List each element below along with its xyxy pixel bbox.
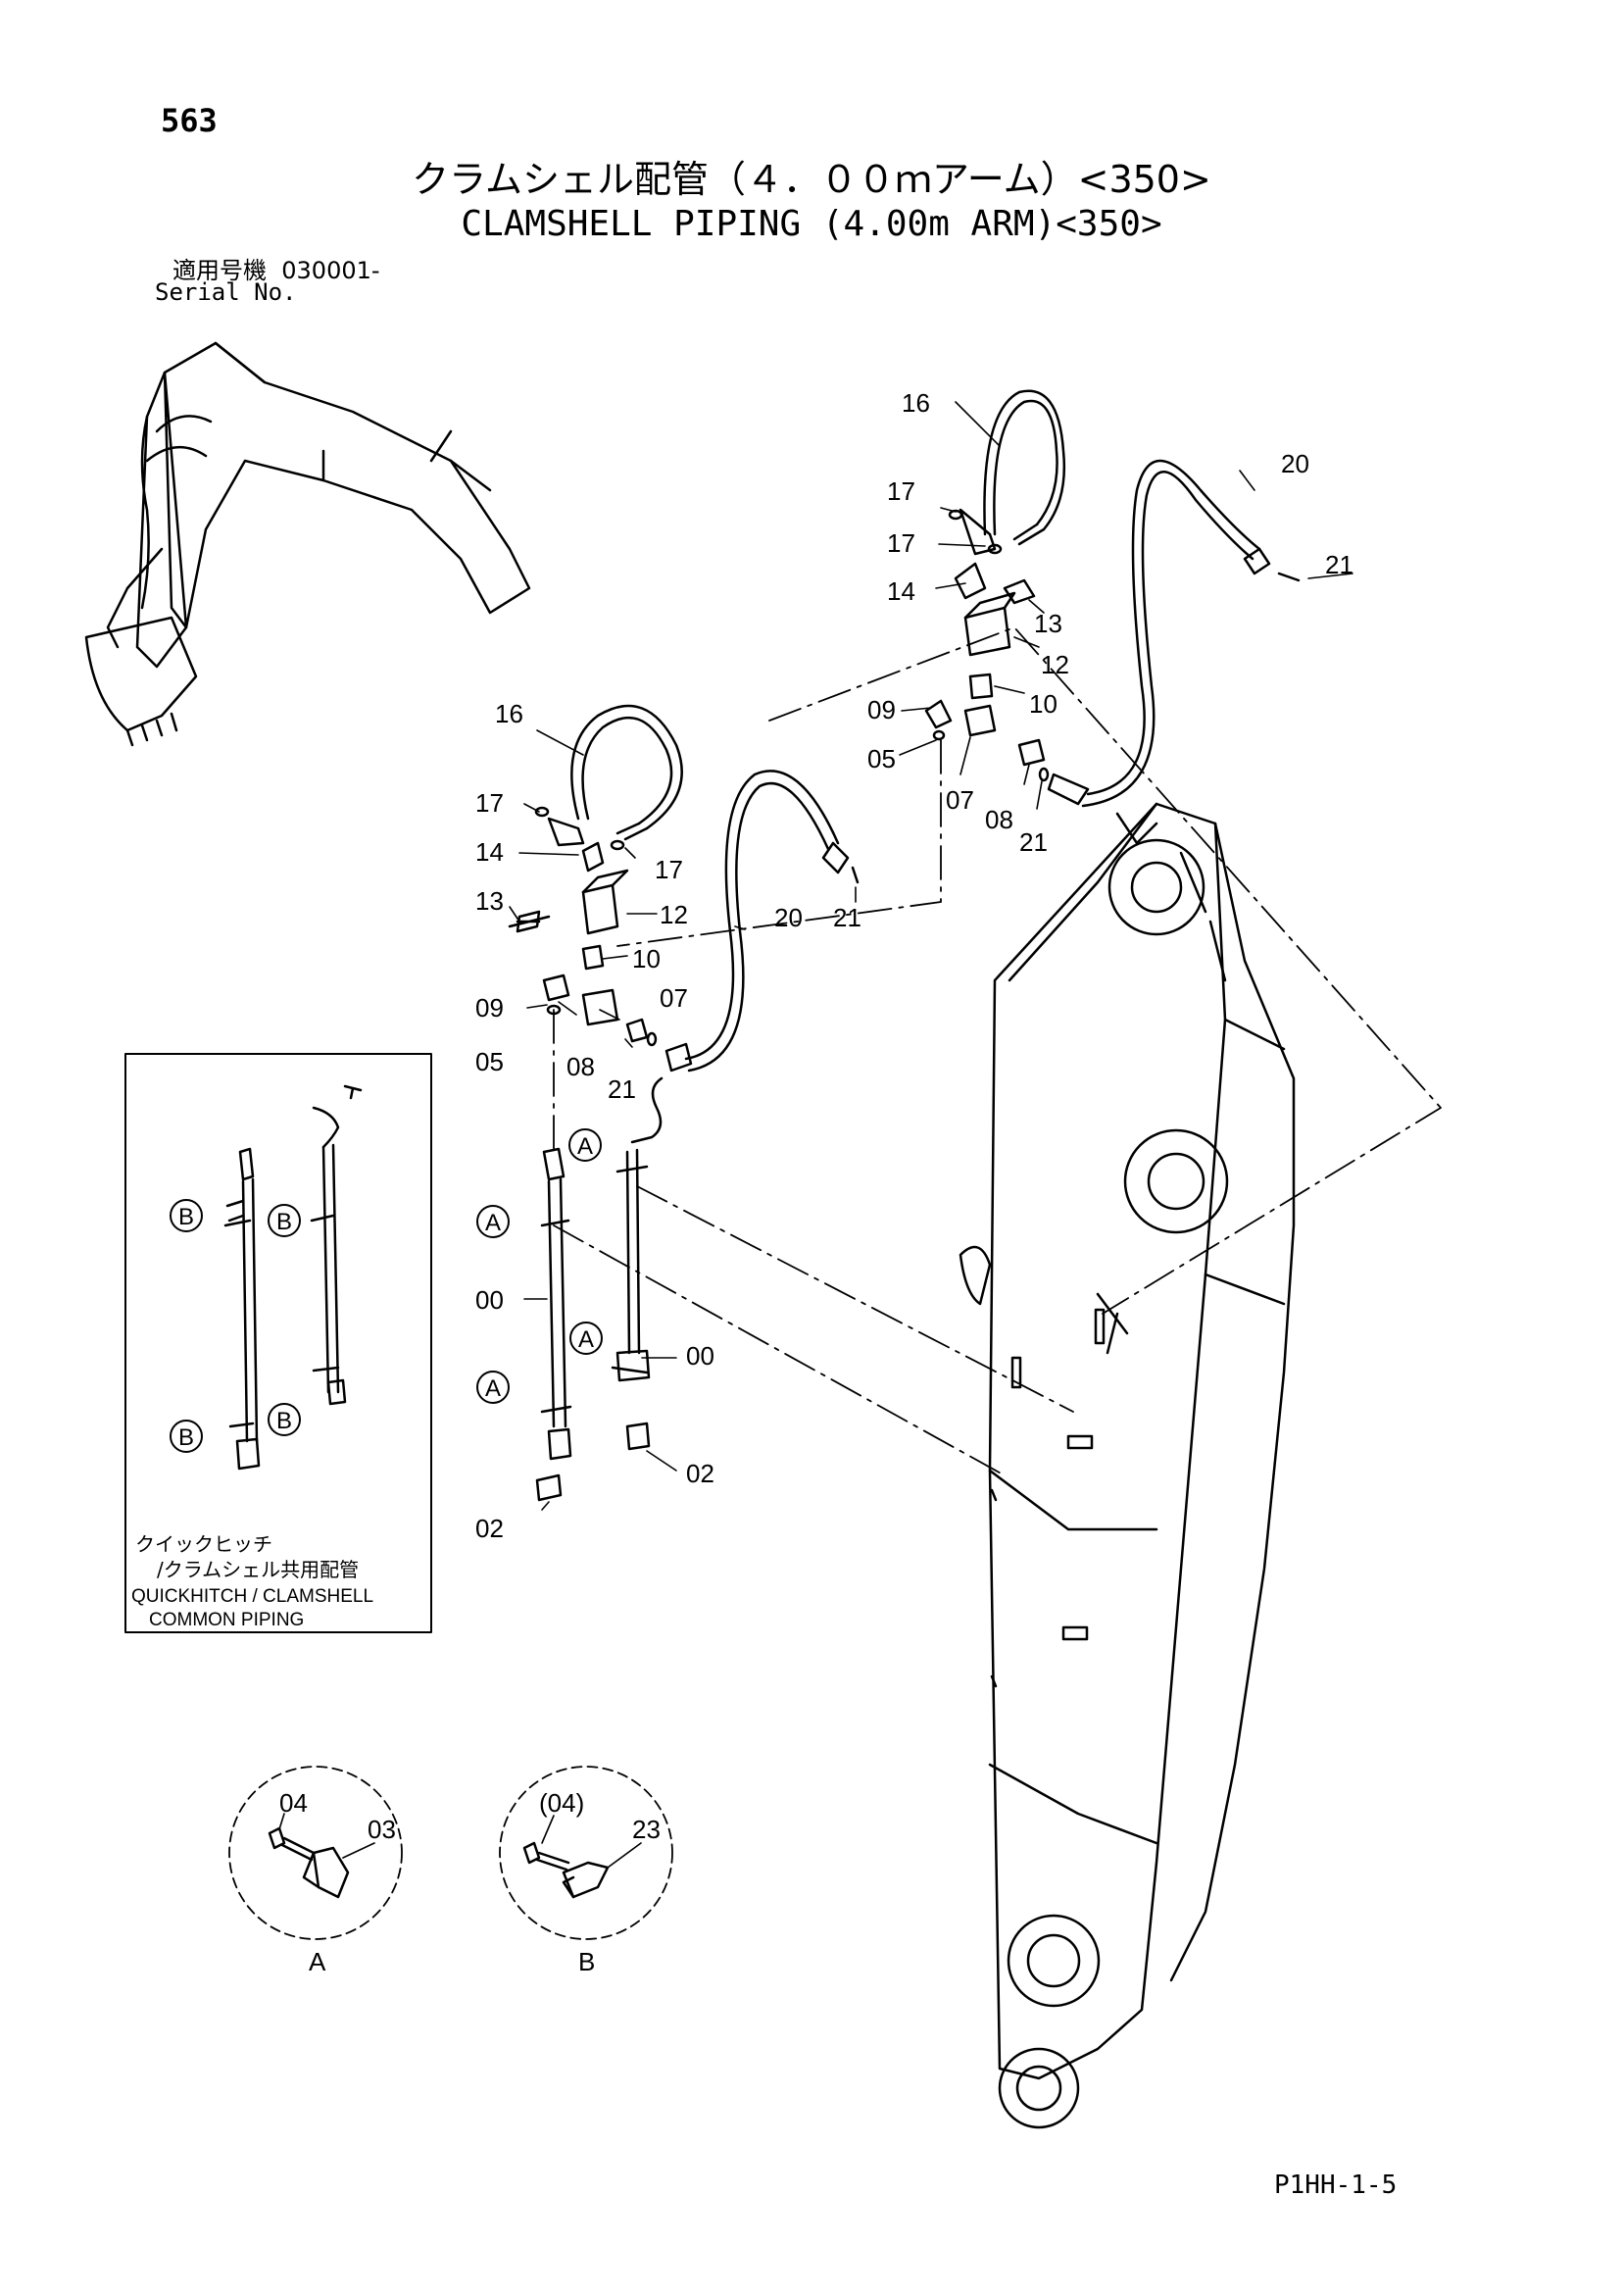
inset-label-en-2: COMMON PIPING	[149, 1610, 304, 1630]
detail-a-label-04: 04	[279, 1788, 308, 1818]
inset-labels: クイックヒッチ /クラムシェル共用配管 QUICKHITCH / CLAMSHE…	[131, 1532, 373, 1630]
label-08-lower: 08	[566, 1052, 595, 1081]
label-17-lower-a: 17	[475, 788, 504, 818]
lower-hose-assembly	[508, 704, 860, 1502]
title-japanese: クラムシェル配管（４．００ｍアーム）<350>	[412, 158, 1211, 201]
label-leaders	[278, 401, 1353, 1869]
callout-a-4-text: A	[485, 1375, 501, 1402]
detail-a	[228, 1766, 403, 1940]
label-07-lower: 07	[660, 983, 688, 1013]
label-21-upper: 21	[1019, 827, 1048, 857]
label-21-upper-right: 21	[1325, 550, 1353, 579]
callouts: A A A A B B B B	[170, 1128, 603, 1453]
label-10-upper: 10	[1029, 689, 1057, 719]
label-00-left: 00	[475, 1285, 504, 1315]
detail-b-label-04: (04)	[539, 1788, 584, 1818]
label-16-upper: 16	[902, 388, 930, 418]
callout-a-4: A	[476, 1371, 510, 1404]
label-14-lower: 14	[475, 837, 504, 867]
serial-label-english: Serial No.	[155, 278, 297, 306]
label-16-lower: 16	[495, 699, 523, 728]
detail-a-label-03: 03	[368, 1815, 396, 1844]
callout-b-1: B	[170, 1199, 203, 1232]
detail-b	[499, 1766, 673, 1940]
page-number: 563	[161, 102, 218, 139]
upper-hose-assembly	[924, 389, 1301, 808]
callout-b-2-text: B	[276, 1209, 292, 1235]
callout-b-1-text: B	[178, 1204, 194, 1230]
excavator-overview-thumbnail	[84, 341, 531, 747]
serial-number-line: 適用号機 030001-	[172, 251, 380, 285]
inset-label-en-1: QUICKHITCH / CLAMSHELL	[131, 1586, 373, 1607]
label-02-left: 02	[475, 1514, 504, 1543]
callout-a-2: A	[476, 1205, 510, 1238]
label-08-upper: 08	[985, 805, 1013, 834]
label-05-upper: 05	[867, 744, 896, 774]
label-17-lower-b: 17	[655, 855, 683, 884]
detail-b-label-23: 23	[632, 1815, 661, 1844]
inset-quickhitch-common-piping	[124, 1053, 432, 1633]
callout-a-3-text: A	[578, 1326, 594, 1353]
callout-b-3: B	[170, 1420, 203, 1453]
label-13-upper: 13	[1034, 609, 1062, 638]
serial-value: 030001-	[281, 257, 380, 284]
detail-b-caption: B	[578, 1947, 595, 1976]
title-english: CLAMSHELL PIPING (4.00m ARM)<350>	[461, 204, 1162, 244]
serial-label-japanese: 適用号機	[172, 257, 267, 284]
part-labels: 16 17 17 14 13 12 10 09 05 07 08 21 20 2…	[279, 388, 1353, 1976]
footer-code: P1HH-1-5	[1274, 2171, 1398, 2200]
callout-a-1-text: A	[577, 1133, 593, 1160]
callout-a-3: A	[569, 1322, 603, 1355]
label-10-lower: 10	[632, 944, 661, 973]
inset-label-jp-2: /クラムシェル共用配管	[157, 1558, 359, 1581]
callout-b-2: B	[268, 1204, 301, 1237]
inset-label-jp-1: クイックヒッチ	[135, 1532, 272, 1556]
label-12-upper: 12	[1041, 650, 1069, 679]
label-12-lower: 12	[660, 900, 688, 929]
label-14-upper: 14	[887, 576, 915, 606]
label-07-upper: 07	[946, 785, 974, 815]
label-13-lower: 13	[475, 886, 504, 916]
detail-a-caption: A	[309, 1947, 326, 1976]
callout-a-1: A	[568, 1128, 602, 1162]
label-09-lower: 09	[475, 993, 504, 1023]
label-20-lower: 20	[774, 903, 803, 932]
label-09-upper: 09	[867, 695, 896, 724]
callout-b-4-text: B	[276, 1408, 292, 1434]
label-17-upper-b: 17	[887, 528, 915, 558]
arm-assembly	[959, 802, 1296, 2129]
label-21-lower-a: 21	[608, 1074, 636, 1104]
callout-b-3-text: B	[178, 1424, 194, 1451]
label-17-upper-a: 17	[887, 476, 915, 506]
label-02-right: 02	[686, 1459, 714, 1488]
callout-a-2-text: A	[485, 1210, 501, 1236]
label-20-upper: 20	[1281, 449, 1309, 478]
label-05-lower: 05	[475, 1047, 504, 1076]
label-21-lower-b: 21	[833, 903, 861, 932]
callout-b-4: B	[268, 1403, 301, 1436]
label-00-right: 00	[686, 1341, 714, 1371]
